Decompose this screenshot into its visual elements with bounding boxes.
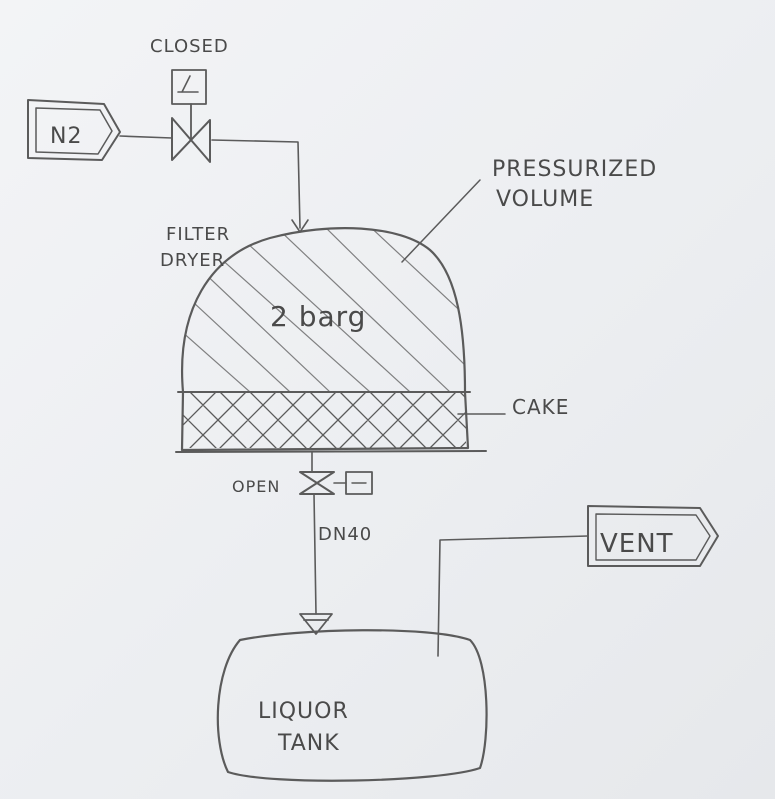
cake-label: CAKE xyxy=(512,395,569,419)
vessel-outline xyxy=(180,227,470,452)
pressure-label: 2 barg xyxy=(270,300,366,333)
tank-label-line2: TANK xyxy=(277,731,340,756)
pipe-size-label: DN40 xyxy=(318,524,372,545)
tank-inlet-arrow xyxy=(299,613,333,635)
vent-outlet-flag: VENT xyxy=(587,505,719,567)
nitrogen-line xyxy=(119,135,301,229)
pressurized-label-line2: VOLUME xyxy=(496,187,594,212)
vessel-label-line2: DRYER xyxy=(160,250,225,271)
filter-dryer-vessel: FILTER DRYER 2 barg xyxy=(160,224,487,453)
vent-label: VENT xyxy=(600,529,674,559)
vessel-label-line1: FILTER xyxy=(166,224,230,245)
open-valve-label: OPEN xyxy=(232,477,280,496)
cake-hatching xyxy=(182,392,466,448)
pressurized-volume-callout: PRESSURIZED VOLUME xyxy=(401,157,657,263)
vent-line xyxy=(437,535,589,657)
liquor-tank: LIQUOR TANK xyxy=(216,629,488,782)
closed-valve-label: CLOSED xyxy=(150,36,229,57)
tank-label-line1: LIQUOR xyxy=(258,699,349,724)
cake-callout: CAKE xyxy=(457,395,569,419)
nitrogen-label: N2 xyxy=(50,124,82,149)
open-valve: OPEN xyxy=(232,471,373,496)
pressurized-label-line1: PRESSURIZED xyxy=(492,157,657,182)
nitrogen-inlet-flag: N2 xyxy=(27,99,121,161)
closed-valve: CLOSED xyxy=(150,36,229,163)
outlet-line xyxy=(311,451,317,615)
